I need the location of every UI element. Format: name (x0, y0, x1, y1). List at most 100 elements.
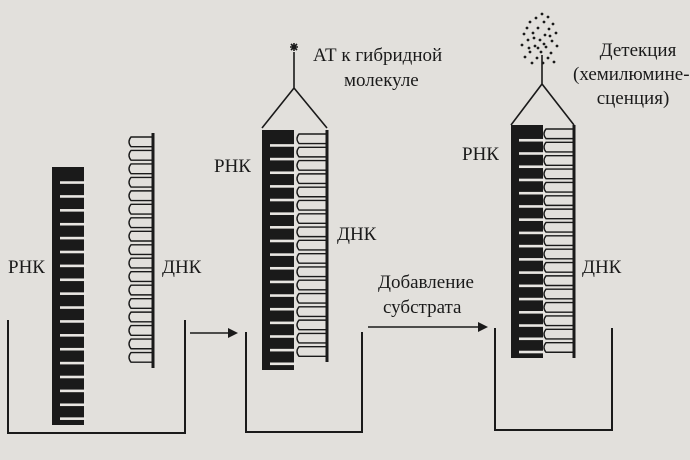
dna-base (128, 190, 153, 202)
rna-strand-stage2 (262, 130, 296, 370)
rna-base (60, 306, 86, 309)
dna-strand-stage1 (128, 133, 155, 368)
dna-base (128, 284, 153, 296)
dna-base (128, 203, 153, 215)
rna-base (270, 171, 296, 175)
dna-base (296, 266, 327, 278)
luminescence-dot (550, 39, 554, 43)
substrate-label-line1: Добавление (378, 272, 474, 293)
dna-base (128, 244, 153, 256)
luminescence-dot (541, 61, 545, 65)
rna-label-stage3: РНК (462, 144, 499, 165)
dna-base (296, 279, 327, 291)
rna-base (60, 361, 86, 365)
luminescence-dot (533, 44, 537, 48)
dna-strand-stage2 (296, 130, 329, 362)
dna-base (128, 311, 153, 323)
dna-base (128, 297, 153, 310)
rna-base (270, 321, 296, 325)
rna-base (519, 258, 545, 261)
dna-base (296, 213, 327, 225)
luminescence-dot (532, 36, 536, 40)
luminescence-dot (547, 27, 551, 31)
dna-base (128, 271, 153, 283)
luminescence-dot (535, 56, 539, 60)
rna-base (60, 278, 86, 282)
rna-base (270, 226, 296, 229)
rna-label-stage2: РНК (214, 156, 251, 177)
rna-base (270, 144, 296, 147)
dna-base (543, 301, 574, 313)
rna-strand-stage3 (511, 125, 545, 358)
dna-base (296, 332, 327, 344)
dna-base (543, 221, 574, 233)
luminescence-dot (543, 33, 547, 37)
rna-base (270, 294, 296, 297)
rna-base (519, 152, 545, 155)
dna-base (128, 136, 153, 148)
luminescence-dot (551, 22, 555, 26)
arrow-2-head (478, 322, 488, 332)
luminescence-dot (552, 60, 556, 64)
rna-base (60, 320, 86, 323)
luminescence-dot (546, 15, 550, 19)
dna-base (543, 235, 574, 247)
rna-strand-stage2-backbone (262, 130, 294, 370)
rna-base (270, 253, 296, 256)
rna-base (519, 205, 545, 208)
dna-base (296, 252, 327, 264)
rna-base (519, 165, 545, 169)
rna-base (519, 271, 545, 274)
antibody-label-line2: молекуле (344, 70, 419, 91)
rna-base (270, 239, 296, 243)
antibody-label-line1: АТ к гибридной (313, 45, 443, 66)
rna-base (519, 337, 545, 341)
luminescence-dot (523, 55, 527, 59)
luminescence-dot (520, 43, 524, 47)
dna-base (543, 248, 574, 260)
rna-base (60, 403, 86, 407)
luminescence-dot (538, 38, 542, 42)
dna-base (543, 181, 574, 193)
rna-base (270, 157, 296, 161)
rna-base (270, 348, 296, 352)
luminescence-dot (542, 42, 546, 46)
detection-label-line1: Детекция (599, 40, 677, 61)
dna-base (296, 146, 327, 158)
dna-base (543, 315, 574, 327)
dna-base (128, 163, 153, 175)
dna-base (296, 346, 327, 357)
rna-strand-stage1-backbone (52, 167, 84, 425)
rna-base (60, 417, 86, 420)
dna-base (543, 341, 574, 353)
label-star-icon (290, 43, 298, 51)
luminescence-dot (539, 50, 543, 54)
rna-base (519, 297, 545, 301)
rna-strand-stage1 (52, 167, 86, 425)
dna-base (296, 159, 327, 171)
dna-base (543, 275, 574, 287)
rna-label-stage1: РНК (8, 257, 45, 278)
rna-base (519, 324, 545, 327)
container-stage3 (494, 328, 613, 431)
antibody-stage2 (261, 52, 328, 129)
container-stage1 (7, 320, 186, 434)
dna-base (543, 261, 574, 273)
arrow-1-head (228, 328, 238, 338)
dna-base (543, 141, 574, 153)
rna-base (270, 185, 296, 188)
luminescence-dot (525, 26, 529, 30)
dna-base (296, 239, 327, 251)
luminescence-dot (534, 16, 538, 20)
dna-base (543, 328, 574, 340)
luminescence-dot (522, 32, 526, 36)
rna-base (60, 292, 86, 295)
rna-base (519, 311, 545, 314)
rna-base (270, 280, 296, 284)
luminescence-dot (549, 51, 553, 55)
dna-base (128, 176, 153, 188)
rna-base (60, 375, 86, 379)
luminescence-dot (526, 38, 530, 42)
dna-base (296, 186, 327, 198)
dna-base (543, 208, 574, 220)
